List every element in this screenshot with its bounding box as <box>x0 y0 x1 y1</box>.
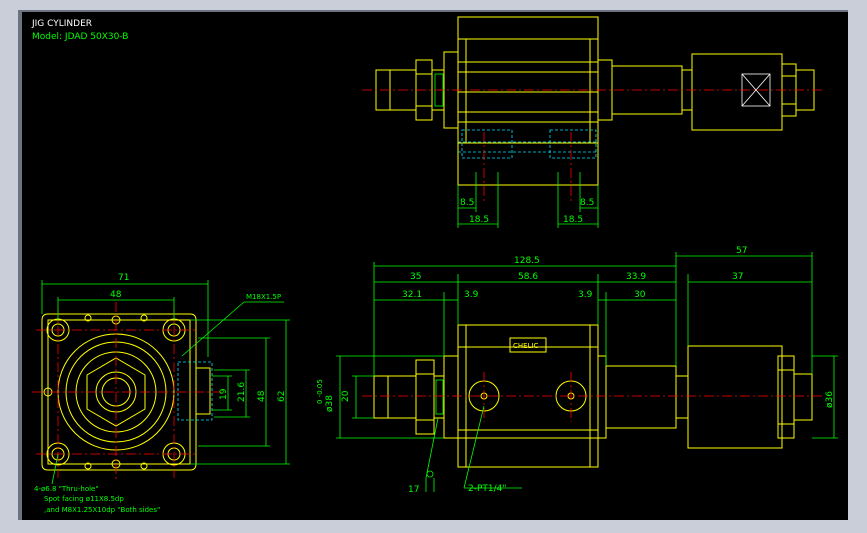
dim-top-8-5-right: 8.5 <box>580 198 594 208</box>
brand-plate <box>509 337 547 353</box>
brand-label: CHELIC <box>513 342 539 350</box>
top-body-outline <box>457 16 599 186</box>
dim-rod-20: 20 <box>341 390 351 402</box>
dim-bore-tolerance: 0 -0.05 <box>316 379 324 404</box>
hex-nut <box>86 357 146 427</box>
dim-front-35: 35 <box>410 272 421 282</box>
dim-front-57: 57 <box>736 246 747 256</box>
front-view: CHELIC 128.5 57 <box>316 246 838 495</box>
end-view: 71 48 62 48 21.6 19 M18X1.5P 4-ø6.8 "Thr… <box>32 273 290 514</box>
dim-end-19: 19 <box>219 388 229 400</box>
dim-end-21-6: 21.6 <box>237 382 247 402</box>
dim-front-3-9b: 3.9 <box>578 290 593 300</box>
dim-body-36: ø36 <box>825 391 835 408</box>
note-tapped-hole: ,and M8X1.25X10dp "Both sides" <box>44 506 160 514</box>
dim-front-3-9a: 3.9 <box>464 290 479 300</box>
drawing-model: Model: JDAD 50X30-B <box>32 32 128 42</box>
dim-wrench-17: 17 <box>408 485 419 495</box>
dim-front-33-9: 33.9 <box>626 272 646 282</box>
dim-end-62: 62 <box>277 391 287 402</box>
dim-front-58-6: 58.6 <box>518 272 538 282</box>
dim-top-18-5-right: 18.5 <box>563 215 583 225</box>
dim-top-8-5-left: 8.5 <box>460 198 474 208</box>
dim-front-37: 37 <box>732 272 743 282</box>
thread-label: M18X1.5P <box>246 293 281 301</box>
drawing-title: JIG CYLINDER <box>31 19 92 29</box>
dim-top-18-5-left: 18.5 <box>469 215 489 225</box>
dim-front-30: 30 <box>634 290 646 300</box>
dim-end-48-width: 48 <box>110 290 122 300</box>
note-thru-hole: 4-ø6.8 "Thru-hole" <box>34 485 99 493</box>
dim-front-128-5: 128.5 <box>514 256 540 266</box>
port-label: 2-PT1/4" <box>468 484 507 494</box>
top-view: 8.5 18.5 8.5 18.5 <box>362 16 822 228</box>
dim-end-48-height: 48 <box>257 390 267 402</box>
cad-drawing-canvas[interactable]: JIG CYLINDER Model: JDAD 50X30-B <box>22 12 848 520</box>
dim-bore-38: ø38 <box>325 395 335 412</box>
note-spot-facing: Spot facing ø11X8.5dp <box>44 495 124 503</box>
cad-drawing: JIG CYLINDER Model: JDAD 50X30-B <box>31 16 838 514</box>
dim-front-32-1: 32.1 <box>402 290 422 300</box>
dim-end-71: 71 <box>118 273 129 283</box>
